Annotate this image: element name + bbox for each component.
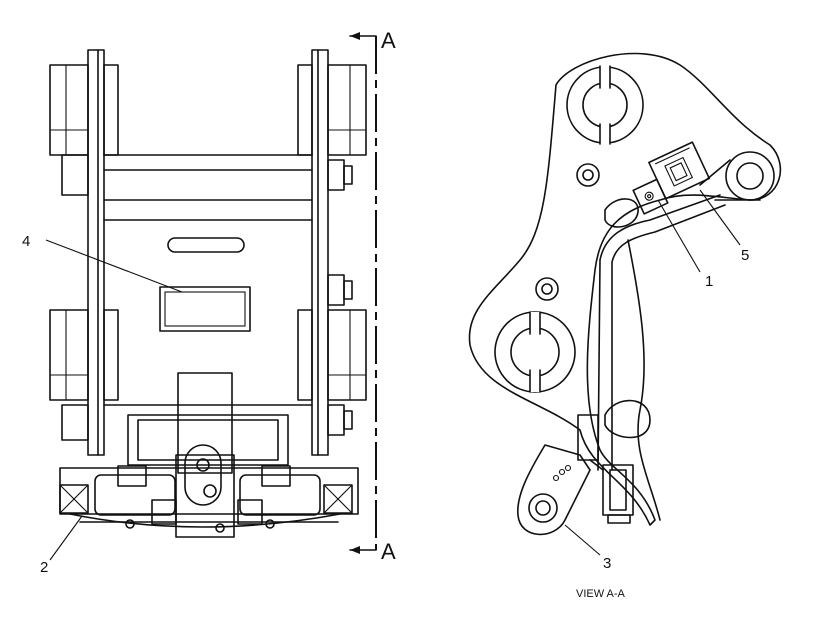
link-arm	[597, 194, 726, 471]
bolt-head	[327, 404, 345, 436]
front-view	[45, 49, 367, 561]
upper-right-block	[327, 64, 367, 156]
callout-line-1	[657, 199, 701, 273]
clevis-link	[517, 444, 591, 536]
callout-2: 2	[40, 559, 48, 576]
pivot-lug	[725, 151, 775, 201]
view-caption: VIEW A-A	[576, 588, 626, 600]
side-view	[468, 52, 782, 556]
section-label-top: A	[381, 28, 396, 53]
id-tag	[632, 178, 669, 215]
callout-line-5	[699, 189, 741, 246]
center-stem	[177, 372, 233, 474]
callout-1: 1	[705, 273, 713, 290]
lower-right-block	[327, 309, 367, 401]
section-line	[349, 32, 377, 554]
right-side-plate	[311, 49, 329, 456]
left-side-plate	[87, 49, 105, 456]
callout-line-4	[45, 239, 183, 293]
serial-plate	[159, 286, 251, 332]
frame-slot	[167, 237, 245, 253]
bolt-head	[327, 159, 345, 191]
left-cylinder	[94, 474, 176, 516]
right-end-block	[323, 484, 353, 514]
right-cylinder	[239, 474, 321, 516]
callout-5: 5	[741, 247, 749, 264]
side-plate-outline	[468, 52, 782, 526]
callout-line-3	[564, 524, 601, 556]
section-label-bottom: A	[381, 539, 396, 564]
left-end-block	[59, 484, 89, 514]
bolt-head	[327, 274, 345, 306]
lower-left-block	[49, 309, 89, 401]
callout-4: 4	[22, 233, 30, 250]
upper-left-block	[49, 64, 89, 156]
callout-line-2	[49, 515, 83, 561]
callout-3: 3	[603, 555, 611, 572]
